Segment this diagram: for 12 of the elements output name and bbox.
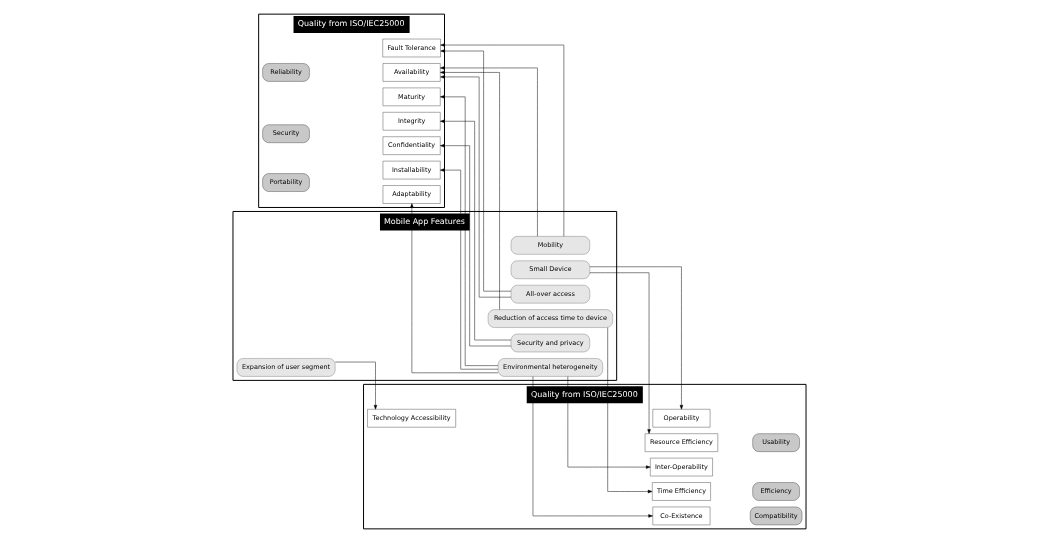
arrow [532, 376, 653, 518]
arrow [334, 361, 377, 410]
arrow [439, 168, 498, 370]
arrow [589, 272, 651, 434]
arrow [409, 203, 498, 374]
arrow [439, 95, 498, 366]
arrow [589, 266, 683, 410]
arrow [606, 327, 652, 494]
arrow [567, 376, 650, 469]
arrow [439, 43, 564, 237]
arrow [439, 66, 538, 237]
arrow [439, 70, 500, 310]
